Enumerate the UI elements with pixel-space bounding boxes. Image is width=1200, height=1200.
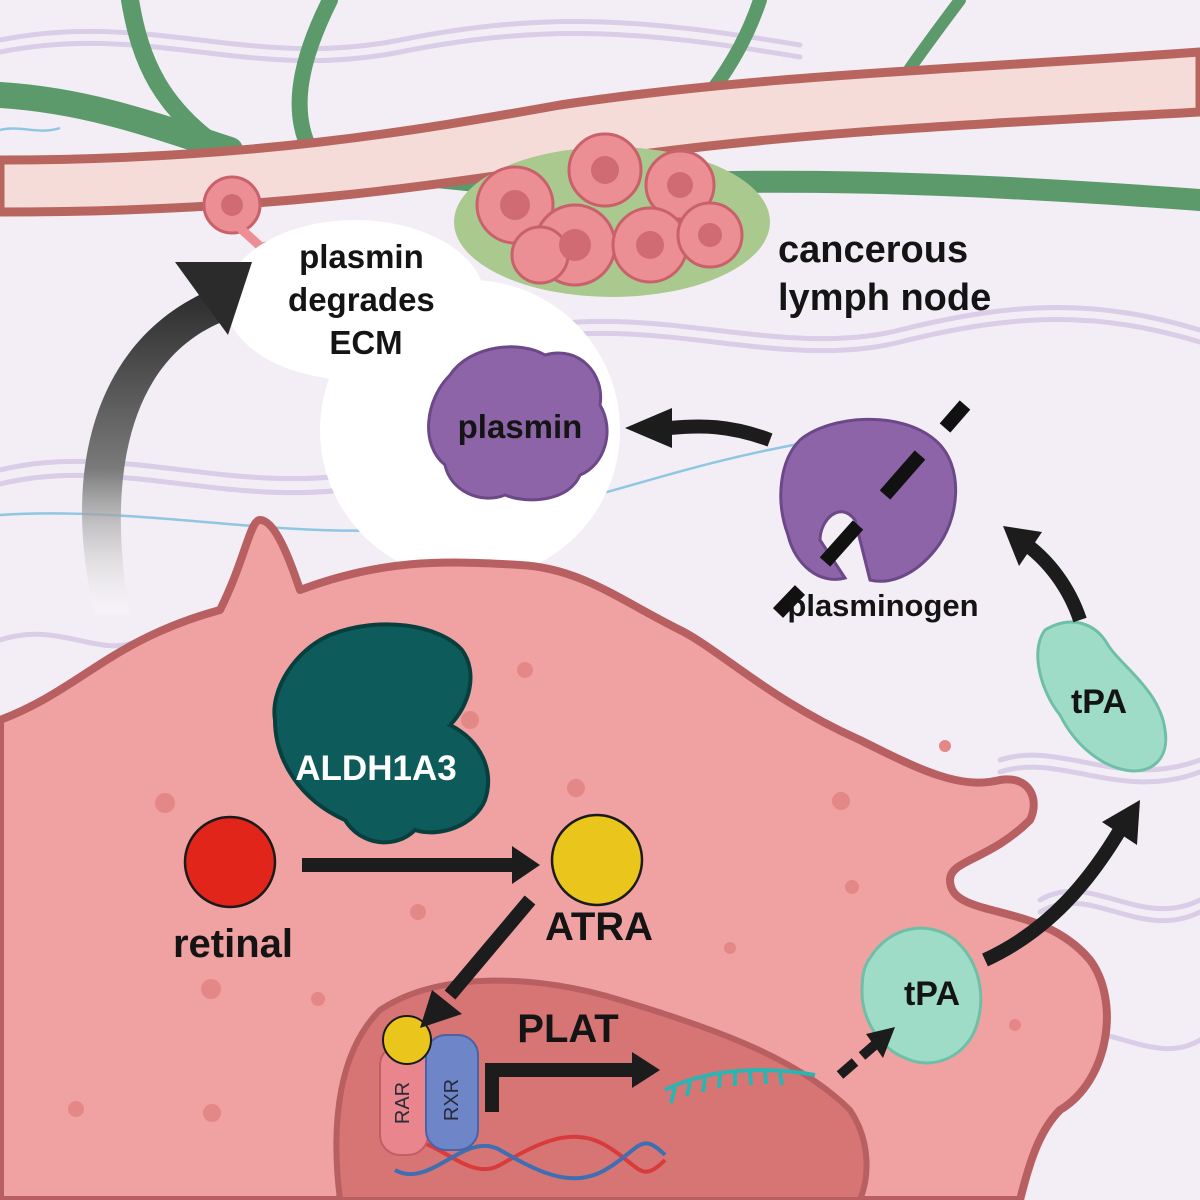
atra-molecule bbox=[550, 813, 644, 907]
cytoplasm-vesicles bbox=[68, 662, 1021, 1122]
tpa-upper-label: tPA bbox=[1071, 683, 1127, 721]
plat-mrna bbox=[664, 1068, 816, 1104]
intravasating-cell bbox=[202, 175, 282, 269]
tumor-cell-nuclei bbox=[500, 156, 722, 261]
blood-vessel bbox=[0, 47, 1200, 217]
tpa-secretion-arrow bbox=[982, 826, 1127, 967]
ecm-fibers bbox=[0, 19, 1200, 1052]
metastasis-curved-arrow bbox=[82, 262, 252, 615]
rxr-label: RXR bbox=[441, 1079, 463, 1121]
plat-gene-label: PLAT bbox=[517, 1007, 618, 1051]
aldh1a3-label: ALDH1A3 bbox=[295, 749, 456, 788]
plasmin-label: plasmin bbox=[458, 408, 583, 445]
cancerous-lymph-node-label: cancerous lymph node bbox=[778, 229, 991, 319]
retinal-molecule bbox=[183, 815, 277, 909]
cancerous-lymph-node bbox=[454, 132, 770, 297]
atra-label: ATRA bbox=[545, 905, 653, 949]
tpa-lower-label: tPA bbox=[904, 975, 960, 1013]
dna-helix bbox=[394, 1134, 667, 1181]
rar-label: RAR bbox=[392, 1082, 414, 1124]
transcription-arrow bbox=[485, 1063, 640, 1112]
cleavage-mark bbox=[772, 400, 971, 618]
rxr-receptor bbox=[425, 1034, 479, 1151]
plasmin-degrades-ecm-label: plasmin degrades ECM bbox=[288, 238, 444, 361]
plasminogen-to-plasmin-arrow bbox=[669, 419, 773, 447]
arrowheads bbox=[420, 408, 1140, 1088]
aldh1a3-enzyme bbox=[272, 622, 491, 845]
atra-bound-ligand bbox=[382, 1015, 432, 1065]
atra-to-receptor-arrow bbox=[444, 895, 536, 1000]
retinal-label: retinal bbox=[173, 922, 293, 966]
plasminogen-protein bbox=[772, 400, 971, 618]
arrows bbox=[302, 419, 1127, 1112]
plasminogen-label: plasminogen bbox=[787, 588, 978, 623]
plasmin-protein bbox=[427, 345, 609, 502]
tpa-protein-upper bbox=[1036, 620, 1168, 773]
